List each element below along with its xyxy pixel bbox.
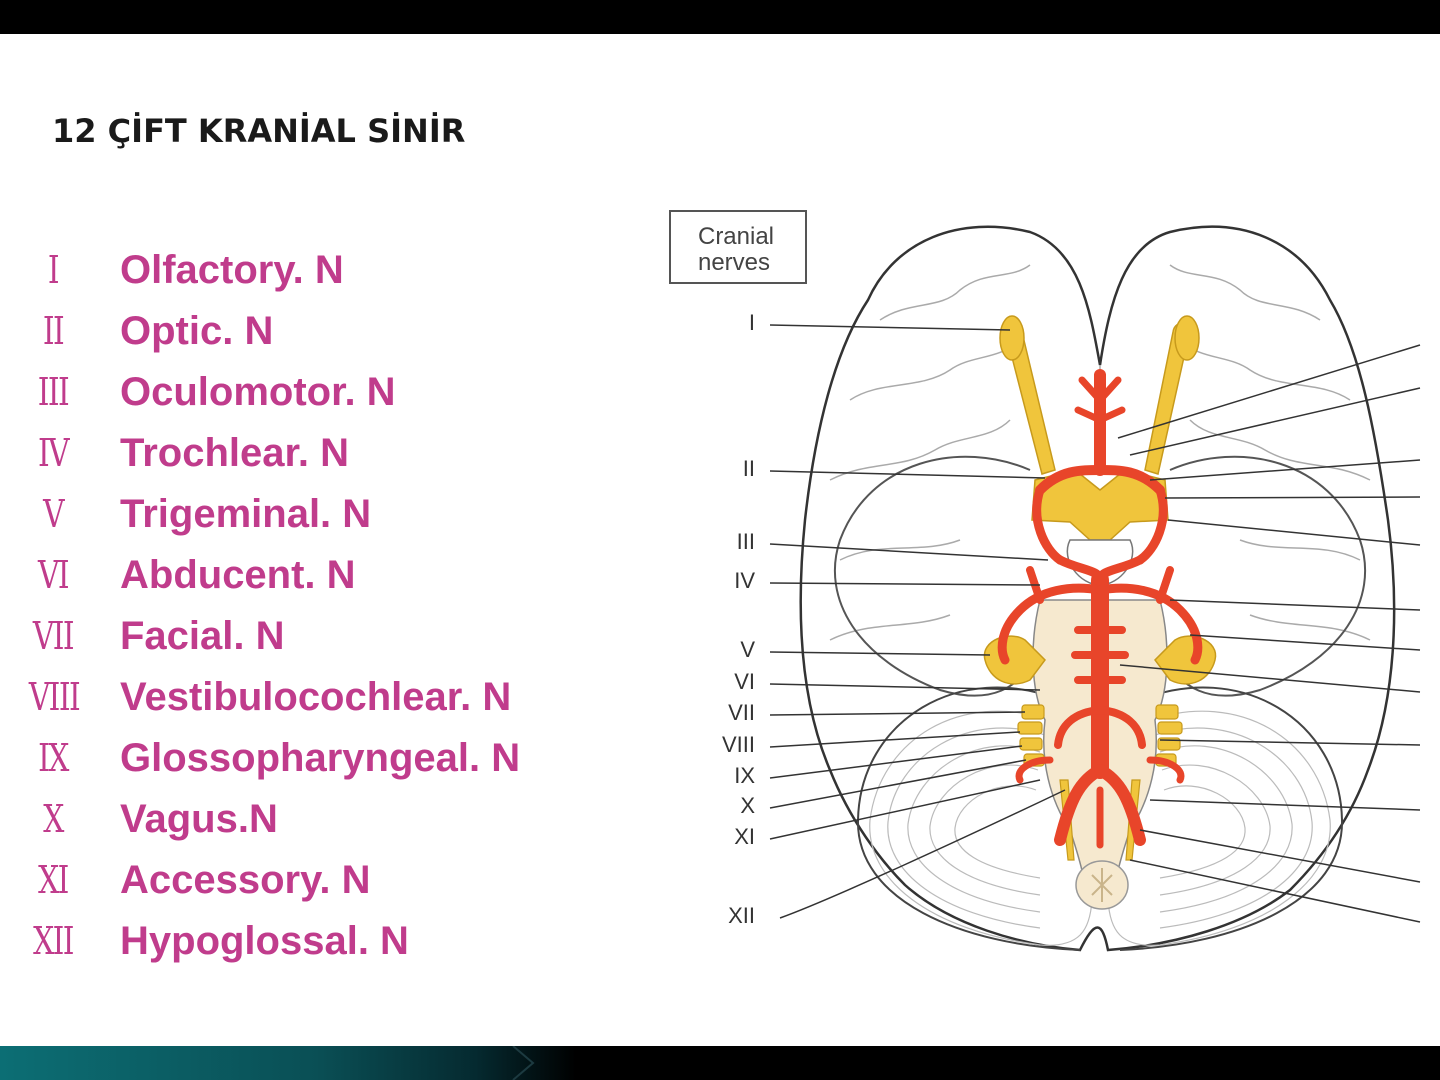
diagram-title-line2: nerves xyxy=(698,249,770,276)
diagram-label-iv: IV xyxy=(734,568,755,593)
diagram-label-i: I xyxy=(749,310,755,335)
temporal-lobe-left xyxy=(834,455,1041,697)
diagram-label-xii: XII xyxy=(728,903,755,928)
diagram-label-vii: VII xyxy=(728,700,755,725)
diagram-label-ii: II xyxy=(743,456,755,481)
list-item: V Trigeminal. N xyxy=(0,484,620,544)
nerve-name: Hypoglossal. N xyxy=(120,919,409,963)
nerve-name: Accessory. N xyxy=(120,858,371,902)
nerve-name: Glossopharyngeal. N xyxy=(120,736,521,780)
list-item: IV Trochlear. N xyxy=(0,423,620,483)
nerve-name: Vagus.N xyxy=(120,797,278,841)
nerve-numeral: IX xyxy=(38,736,69,780)
cerebellum xyxy=(869,710,1331,946)
diagram-label-ix: IX xyxy=(734,763,755,788)
diagram-label-v: V xyxy=(740,637,755,662)
diagram-label-vi: VI xyxy=(734,669,755,694)
list-item: VIII Vestibulocochlear. N xyxy=(0,667,620,727)
nerve-numeral: III xyxy=(37,370,70,414)
list-item: VI Abducent. N xyxy=(0,545,620,605)
nerve-numeral: VI xyxy=(37,553,70,597)
diagram-label-viii: VIII xyxy=(722,732,755,757)
nerve-numeral: V xyxy=(43,492,64,536)
nerve-numeral: IV xyxy=(37,431,70,475)
nerve-numeral: XII xyxy=(33,919,74,963)
brain-outline xyxy=(799,225,1396,952)
list-item: XII Hypoglossal. N xyxy=(0,911,620,971)
nerve-name: Oculomotor. N xyxy=(120,370,396,414)
diagram-label-x: X xyxy=(740,793,755,818)
brain-base-diagram: Cranial nerves xyxy=(669,210,1421,952)
page-title: 12 ÇİFT KRANİAL SİNİR xyxy=(52,112,466,150)
nerve-numeral: VII xyxy=(32,614,75,658)
diagram-title-line1: Cranial xyxy=(698,223,774,250)
nerve-name: Vestibulocochlear. N xyxy=(120,675,512,719)
temporal-lobe-right xyxy=(1159,455,1366,697)
nerve-name: Trochlear. N xyxy=(120,431,349,475)
nerve-numeral: X xyxy=(43,797,64,841)
list-item: VII Facial. N xyxy=(0,606,620,666)
diagram-title-box xyxy=(669,210,807,284)
bottom-bar xyxy=(0,1046,1440,1080)
list-item: I Olfactory. N xyxy=(0,240,620,300)
diagram-label-xi: XI xyxy=(734,824,755,849)
list-item: IX Glossopharyngeal. N xyxy=(0,728,620,788)
diagram-label-iii: III xyxy=(737,529,755,554)
gyri-lines xyxy=(829,264,1371,641)
list-item: XI Accessory. N xyxy=(0,850,620,910)
nerve-name: Optic. N xyxy=(120,309,274,353)
bottom-bar-accent xyxy=(512,1046,535,1080)
diagram-labels: I II III IV V VI VII VIII IX X XI XII xyxy=(722,310,755,928)
list-item: III Oculomotor. N xyxy=(0,362,620,422)
list-item: II Optic. N xyxy=(0,301,620,361)
optic-chiasm xyxy=(1031,469,1169,541)
nerve-name: Olfactory. N xyxy=(120,248,344,292)
nerve-numeral: II xyxy=(42,309,65,353)
nerve-name: Trigeminal. N xyxy=(120,492,372,536)
top-bar xyxy=(0,0,1440,34)
right-leader-lines xyxy=(1117,344,1421,923)
nerve-numeral: XI xyxy=(38,858,69,902)
list-item: X Vagus.N xyxy=(0,789,620,849)
nerve-name: Facial. N xyxy=(120,614,285,658)
nerve-numeral: VIII xyxy=(28,675,81,719)
nerve-numeral: I xyxy=(47,248,60,292)
nerve-name: Abducent. N xyxy=(120,553,356,597)
left-leader-lines xyxy=(769,324,1066,919)
